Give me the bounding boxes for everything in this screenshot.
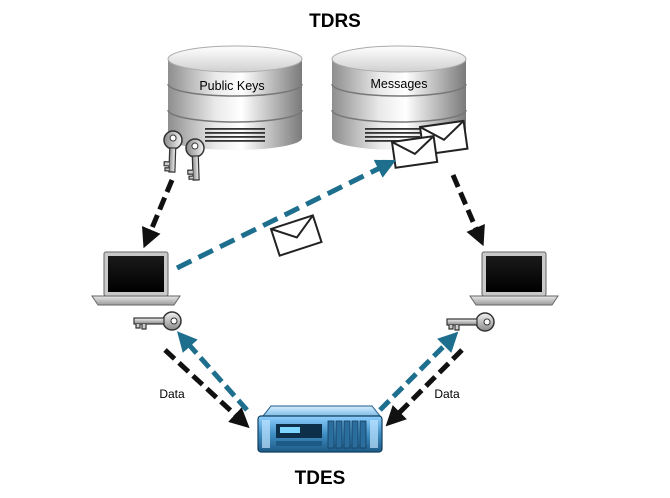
envelope-icon: [390, 135, 439, 169]
public-keys-label: Public Keys: [199, 79, 264, 93]
right-data-label: Data: [434, 387, 460, 401]
tdes-to-left-laptop-arrow: [177, 331, 249, 412]
envelope-icon: [269, 214, 323, 257]
database-vent-icon: [365, 128, 420, 142]
messages-label: Messages: [371, 77, 428, 91]
keys-to-left-laptop-arrow: [142, 179, 175, 249]
key-icon: [446, 312, 495, 332]
key-icon: [185, 138, 205, 181]
left-laptop-icon: [91, 251, 181, 306]
messages-to-right-laptop-arrow: [450, 174, 485, 247]
right-laptop-to-tdes-arrow: [385, 348, 464, 427]
key-icon: [163, 130, 183, 173]
left-laptop-to-tdes-arrow: [163, 348, 250, 429]
right-laptop-icon: [469, 251, 559, 306]
tdes-server-icon: [257, 405, 383, 453]
tdes-title: TDES: [295, 468, 346, 489]
tdes-to-right-laptop-arrow: [378, 331, 459, 412]
messages-database: [331, 45, 467, 150]
database-vent-icon: [205, 128, 265, 142]
tdrs-title: TDRS: [309, 11, 361, 32]
key-icon: [133, 311, 182, 331]
left-data-label: Data: [159, 387, 185, 401]
public-keys-database: [167, 45, 303, 150]
left-laptop-to-messages-arrow: [175, 159, 397, 271]
